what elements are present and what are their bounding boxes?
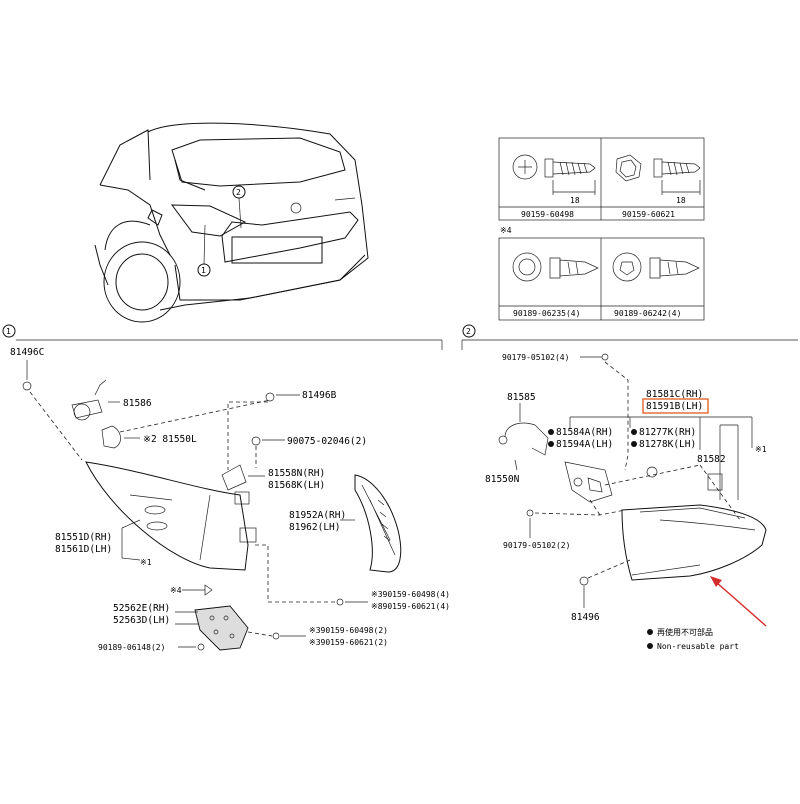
label-81582: 81582 — [697, 454, 726, 465]
label-81568K: 81568K(LH) — [268, 480, 325, 491]
section-1-callout — [2, 324, 16, 338]
label-81594A: 81594A(LH) — [556, 439, 613, 450]
label-81496B: 81496B — [302, 390, 337, 401]
screw-part-2: 90159-60621 — [622, 210, 675, 219]
label-90179-2: 90179-05102(2) — [503, 541, 570, 550]
section-2-callout-text: 2 — [466, 327, 471, 336]
label-52562E: 52562E(RH) — [113, 603, 170, 614]
label-screw-60498-2: ※390159-60498(2) — [309, 626, 388, 635]
clip-part-2: 90189-06242(4) — [614, 309, 681, 318]
label-81561D: 81561D(LH) — [55, 544, 112, 555]
callout-car-2-text: 2 — [236, 188, 241, 197]
label-81550L: ※2 81550L — [143, 434, 197, 445]
label-s2-x1: ※1 — [755, 445, 767, 454]
section-1: 1 81496C 81586 ※2 81550L 81496B 90075-02… — [2, 324, 450, 652]
label-81550N: 81550N — [485, 474, 520, 485]
label-90179-4: 90179-05102(4) — [502, 353, 569, 362]
label-81586: 81586 — [123, 398, 152, 409]
label-90189: 90189-06148(2) — [98, 643, 165, 652]
dim-label-1: 18 — [570, 196, 580, 205]
legend-jp: 再使用不可部品 — [657, 627, 713, 637]
label-81585: 81585 — [507, 392, 536, 403]
nonreuse-marker — [548, 441, 554, 447]
nonreuse-marker — [631, 441, 637, 447]
section-2: 2 90179-05102(4) 81585 81550N 81581C(RH)… — [461, 324, 798, 651]
label-81591B: 81591B(LH) — [646, 401, 703, 412]
label-81952A: 81952A(RH) — [289, 510, 346, 521]
car-illustration: 2 1 — [94, 122, 369, 323]
label-81584A: 81584A(RH) — [556, 427, 613, 438]
tail-lamp-body — [85, 461, 249, 571]
fastener-table: 18 90159-60498 18 90159-60621 ※4 90189-0… — [498, 137, 705, 321]
label-81551D: 81551D(RH) — [55, 532, 112, 543]
label-81558N: 81558N(RH) — [268, 468, 325, 479]
label-52563D: 52563D(LH) — [113, 615, 170, 626]
label-screw-60498-4: ※390159-60498(4) — [371, 590, 450, 599]
label-90075: 90075-02046(2) — [287, 436, 367, 447]
section-2-callout — [462, 324, 476, 338]
label-x1: ※1 — [140, 558, 152, 567]
highlight-box — [642, 398, 709, 414]
clip-note: ※4 — [500, 226, 512, 235]
section-1-callout-text: 1 — [6, 327, 11, 336]
label-81962: 81962(LH) — [289, 522, 340, 533]
label-x4: ※4 — [170, 586, 182, 595]
legend-en: Non-reusable part — [657, 642, 739, 651]
pointer-arrow — [715, 581, 767, 627]
label-81277K: 81277K(RH) — [639, 427, 696, 438]
label-81496C: 81496C — [10, 347, 44, 358]
clip-part-1: 90189-06235(4) — [513, 309, 580, 318]
mounting-bracket — [194, 605, 249, 651]
label-screw-60621-2: ※390159-60621(2) — [309, 638, 388, 647]
label-81496: 81496 — [571, 612, 600, 623]
lamp-reflector — [354, 474, 402, 573]
screw-part-1: 90159-60498 — [521, 210, 574, 219]
dim-label-2: 18 — [676, 196, 686, 205]
label-81278K: 81278K(LH) — [639, 439, 696, 450]
callout-car-1-text: 1 — [201, 266, 206, 275]
label-screw-60621-4: ※890159-60621(4) — [371, 602, 450, 611]
nonreuse-marker — [548, 429, 554, 435]
nonreuse-marker — [631, 429, 637, 435]
label-81581C: 81581C(RH) — [646, 389, 703, 400]
inner-lamp-body — [621, 504, 767, 581]
